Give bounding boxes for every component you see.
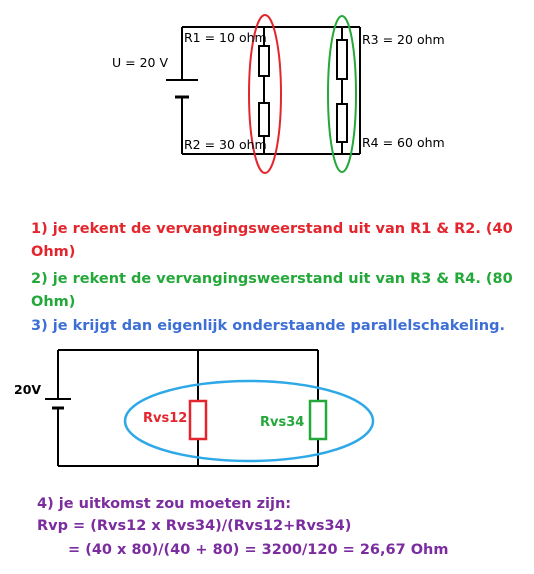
step1-line1: 1) je rekent de vervangingsweerstand uit… xyxy=(31,221,513,237)
cyan-ellipse xyxy=(123,379,375,463)
red-ellipse xyxy=(248,14,282,174)
step3-text: 3) je krijgt dan eigenlijk onderstaande … xyxy=(31,318,505,334)
resistor-r3 xyxy=(336,39,348,80)
circuit2-wires xyxy=(57,349,319,467)
circuit1-wires xyxy=(181,26,361,155)
r3-label: R3 = 20 ohm xyxy=(362,32,445,47)
circuit2-battery xyxy=(45,398,71,410)
result-line1: 4) je uitkomst zou moeten zijn: xyxy=(37,496,292,512)
r2-label: R2 = 30 ohm xyxy=(184,137,267,152)
resistor-r2 xyxy=(258,102,270,137)
result-line2: Rvp = (Rvs12 x Rvs34)/(Rvs12+Rvs34) xyxy=(37,518,352,534)
resistor-rvs34 xyxy=(308,399,328,441)
voltage-label-20v: 20V xyxy=(14,382,42,397)
rvs34-label: Rvs34 xyxy=(260,415,305,430)
voltage-label-u: U = 20 V xyxy=(112,55,168,70)
resistor-r4 xyxy=(336,103,348,143)
step1-line2: Ohm) xyxy=(31,244,76,260)
resistor-r1 xyxy=(258,45,270,77)
circuit1-resistors xyxy=(258,39,348,143)
step2-line2: Ohm) xyxy=(31,294,76,310)
r1-label: R1 = 10 ohm xyxy=(184,30,267,45)
step2-line1: 2) je rekent de vervangingsweerstand uit… xyxy=(31,271,513,287)
result-line3: = (40 x 80)/(40 + 80) = 3200/120 = 26,67… xyxy=(68,542,449,558)
green-ellipse xyxy=(327,15,357,173)
resistor-rvs12 xyxy=(188,399,208,441)
circuit1-battery xyxy=(166,79,198,99)
r4-label: R4 = 60 ohm xyxy=(362,135,445,150)
rvs12-label: Rvs12 xyxy=(143,411,188,426)
